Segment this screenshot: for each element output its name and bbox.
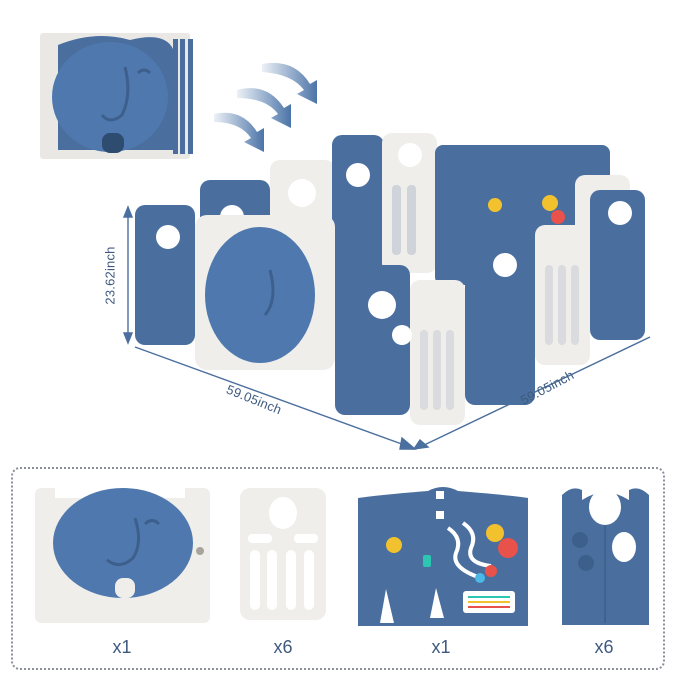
part-elephant-door-panel-quantity: x1 — [112, 637, 132, 657]
part-activity-panel-image — [358, 487, 528, 626]
part-white-slat-panel-quantity: x6 — [273, 637, 293, 657]
part-blue-hole-panel-image — [562, 488, 649, 625]
arrow-icon — [214, 62, 317, 152]
parts-inventory-box — [11, 467, 665, 670]
assembled-playpen-image — [122, 133, 651, 450]
part-activity-panel-quantity: x1 — [431, 637, 451, 657]
fold-direction-arrows — [214, 62, 317, 152]
part-white-slat-panel-image — [240, 488, 326, 620]
part-blue-hole-panel-quantity: x6 — [594, 637, 614, 657]
height-dimension-label: 23.62inch — [102, 246, 118, 305]
folded-playpen-image — [40, 33, 193, 159]
part-elephant-door-panel-image — [35, 488, 210, 623]
